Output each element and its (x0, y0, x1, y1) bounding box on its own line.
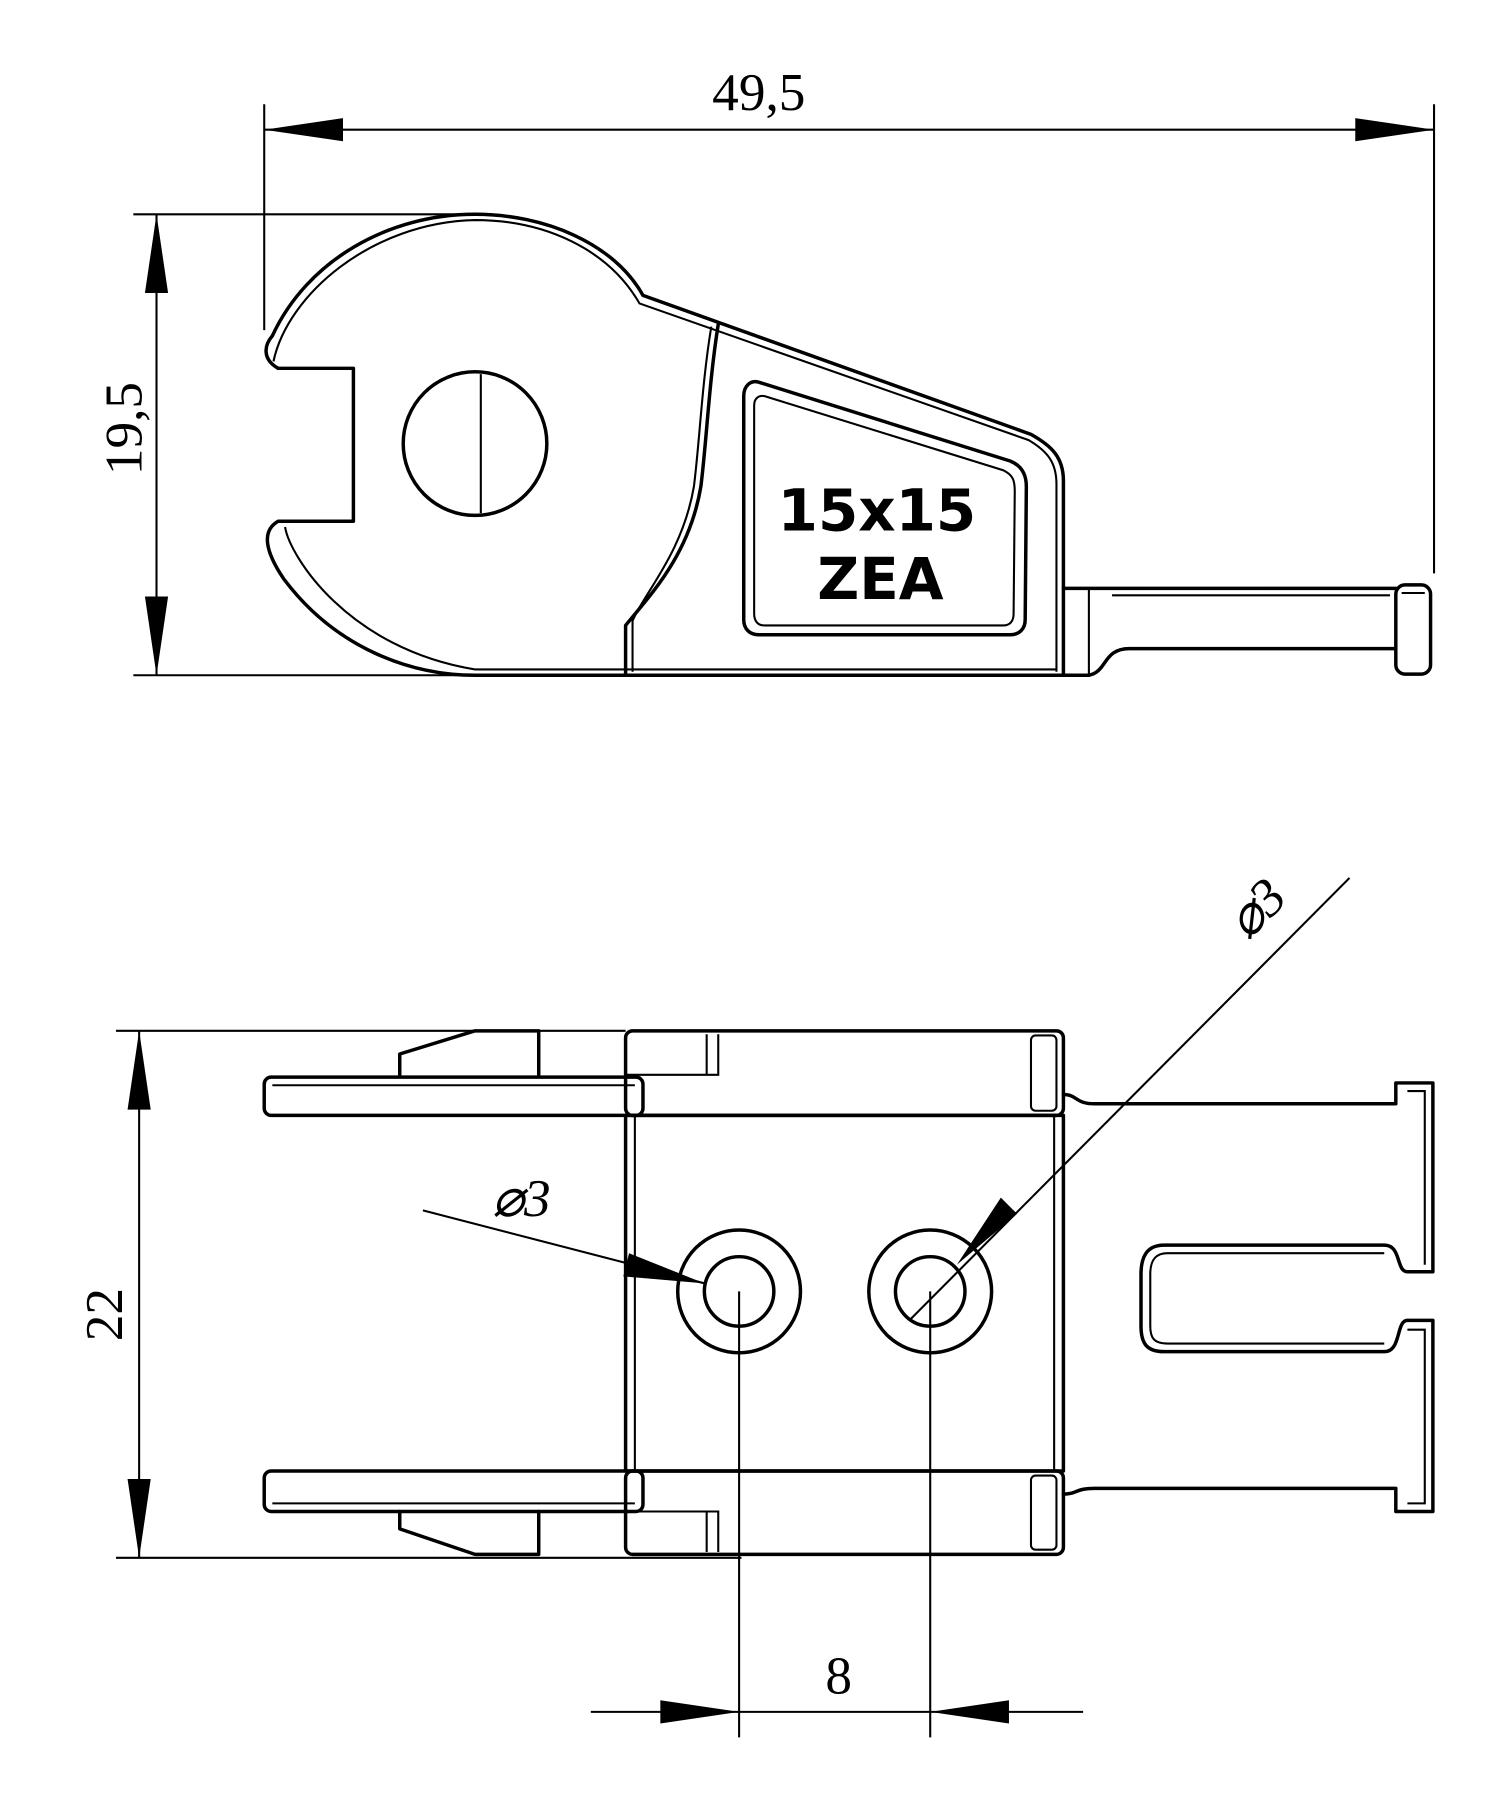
dimension-width: 22 (75, 1029, 742, 1559)
part-bottom-outline (262, 1029, 1435, 1557)
dimension-hole-right-text: ⌀3 (1214, 867, 1297, 950)
dimension-hole-left: ⌀3 (422, 1169, 705, 1285)
top-view: 49,5 19,5 15x15 ZEA (94, 63, 1436, 677)
dimension-width-text: 22 (75, 1288, 134, 1341)
dimension-hole-spacing: 8 (590, 1291, 1084, 1738)
dimension-height-text: 19,5 (94, 382, 153, 475)
bottom-view: 22 ⌀3 (75, 867, 1435, 1738)
part-side-outline: 15x15 ZEA (264, 212, 1433, 677)
dimension-hole-left-text: ⌀3 (492, 1169, 551, 1228)
dimension-overall-length: 49,5 (263, 63, 1436, 574)
part-marking-code: ZEA (817, 545, 944, 613)
dimension-hole-spacing-text: 8 (825, 1646, 852, 1705)
dimension-height: 19,5 (94, 213, 476, 677)
part-marking-size: 15x15 (778, 476, 977, 544)
dimension-overall-length-text: 49,5 (712, 63, 805, 122)
